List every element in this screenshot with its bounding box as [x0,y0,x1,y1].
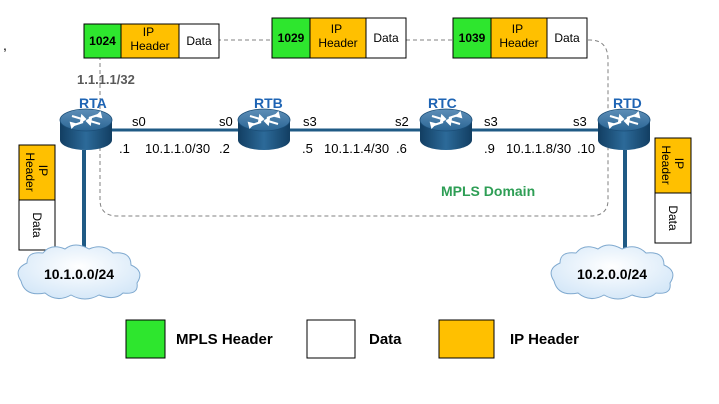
ip-header-line: Header [23,152,37,191]
port-label: s3 [303,114,317,129]
port-label: s2 [395,114,409,129]
data-text: Data [554,31,580,45]
host-label: .9 [484,141,495,156]
host-label: .10 [577,141,595,156]
mpls-domain-label: MPLS Domain [441,183,535,199]
router-label-rtd: RTD [613,95,642,111]
legend-swatch-ip [438,319,495,359]
loopback-label: 1.1.1.1/32 [77,72,135,87]
data-box [365,17,407,59]
port-label: s3 [484,114,498,129]
subnet-label: 10.1.1.8/30 [506,141,571,156]
legend-label-mpls: MPLS Header [176,331,273,348]
port-label: s3 [573,114,587,129]
subnet-label: 10.1.1.4/30 [324,141,389,156]
router-label-rtb: RTB [254,95,283,111]
ip-header-line: IP [143,25,154,39]
router-rtc[interactable] [419,108,473,150]
ip-header-text: IP Header [318,22,357,50]
stray-mark: , [3,37,7,53]
mpls-label-box [452,17,492,59]
legend-label-ip: IP Header [510,331,579,348]
data-box [654,192,692,244]
ip-header-box [18,144,56,201]
ip-header-text: IP Header [130,25,169,53]
packet-1024: 1024 IP Header Data [83,23,220,59]
data-text: Data [186,34,212,48]
legend: MPLS Header Data IP Header [125,319,579,359]
legend-label-data: Data [369,331,402,348]
ip-header-line: Header [318,36,357,50]
data-box [18,199,56,251]
mpls-label-text: 1029 [278,31,305,45]
router-rtd[interactable] [597,108,651,150]
host-label: .5 [302,141,313,156]
subnet-label: 10.1.1.0/30 [145,141,210,156]
router-arrows-icon [247,111,281,129]
router-arrows-icon [429,111,463,129]
port-label: s0 [132,114,146,129]
ip-header-box [490,17,548,59]
ip-header-box [120,23,180,59]
ip-header-text: IP Header [23,152,50,191]
mpls-label-box [83,23,122,59]
ip-header-line: Header [499,36,538,50]
cloud-icon [550,244,674,300]
router-rtb[interactable] [237,108,291,150]
edge-packet-right: IP Header Data [654,137,692,244]
cloud-icon [17,244,141,300]
data-text: Data [30,212,44,238]
ip-header-line: Header [659,145,673,184]
data-box [546,17,588,59]
legend-swatch-mpls [125,319,166,359]
packet-1039: 1039 IP Header Data [452,17,588,59]
legend-swatch-data [306,319,356,359]
router-rta[interactable] [59,108,113,150]
host-label: .1 [119,141,130,156]
mpls-domain-boundary [99,39,609,217]
network-label-left: 10.1.0.0/24 [44,266,114,282]
router-label-rta: RTA [79,95,107,111]
router-label-rtc: RTC [428,95,457,111]
ip-header-box [654,137,692,194]
mpls-label-text: 1024 [89,34,116,48]
mpls-label-text: 1039 [459,31,486,45]
router-arrows-icon [607,111,641,129]
data-text: Data [373,31,399,45]
edge-packet-left: IP Header Data [18,144,56,251]
ip-header-line: Header [130,39,169,53]
host-label: .6 [396,141,407,156]
host-label: .2 [219,141,230,156]
ip-header-line: IP [331,22,342,36]
ip-header-line: IP [672,158,686,169]
router-arrows-icon [69,111,103,129]
port-label: s0 [219,114,233,129]
network-label-right: 10.2.0.0/24 [577,266,647,282]
packet-1029: 1029 IP Header Data [271,17,407,59]
ip-header-text: IP Header [499,22,538,50]
ip-header-text: IP Header [659,145,686,184]
ip-header-line: IP [512,22,523,36]
data-text: Data [666,205,680,231]
ip-header-box [309,17,367,59]
ip-header-line: IP [36,165,50,176]
data-box [178,23,220,59]
